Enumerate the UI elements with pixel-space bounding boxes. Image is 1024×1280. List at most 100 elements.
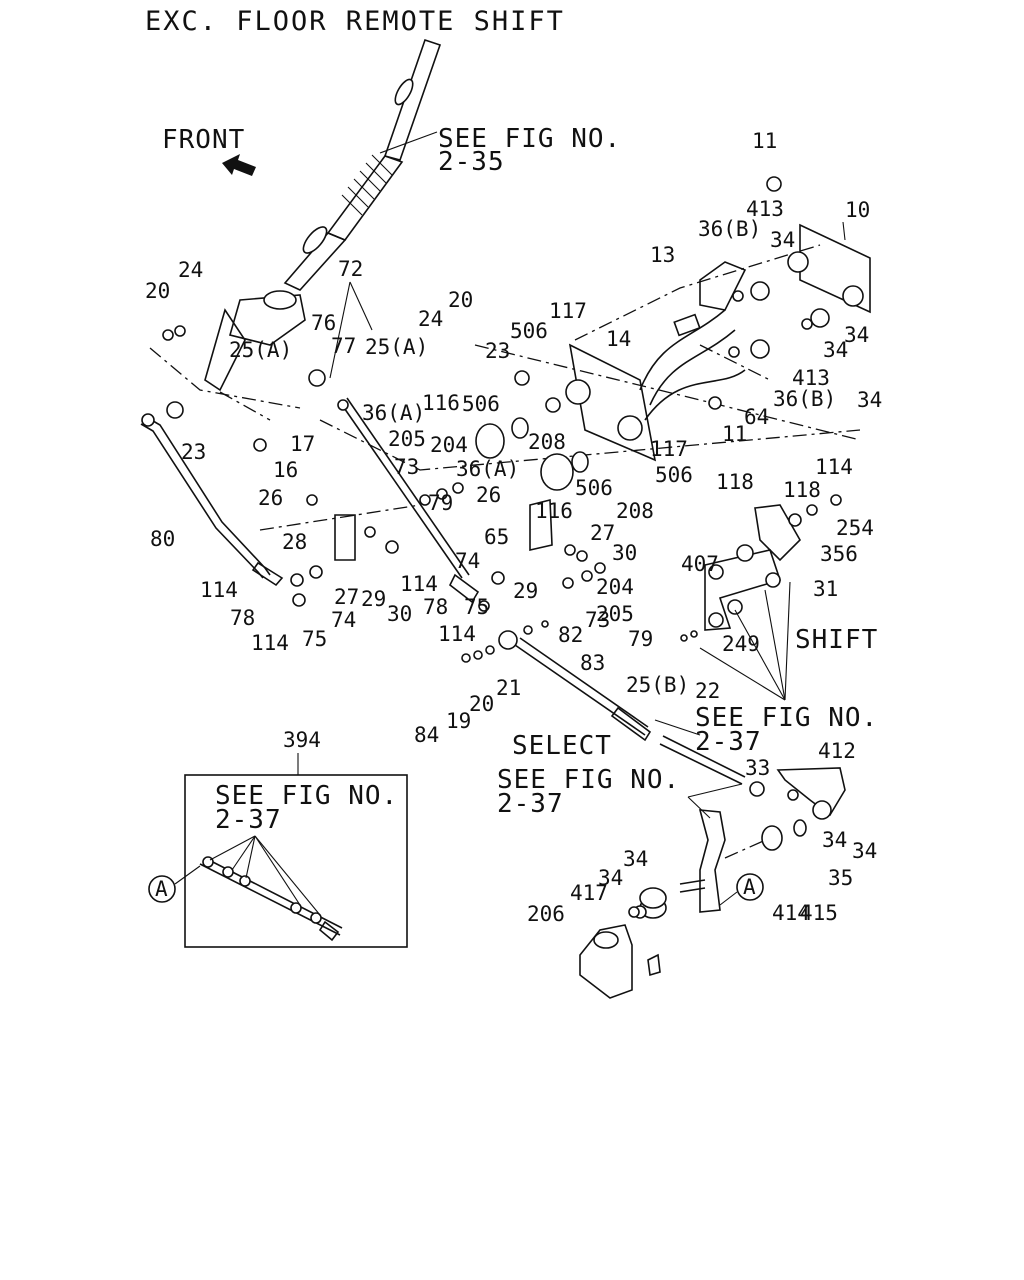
part-number-label: 114 [200,578,238,602]
part-number-label: 73 [585,608,610,632]
part-number-label: 79 [428,491,453,515]
part-number-label: 23 [181,440,206,464]
part-number-label: 17 [290,432,315,456]
part-number-label: 35 [828,866,853,890]
inset-part-number: 394 [283,728,321,752]
part-number-label: 254 [836,516,874,540]
bracket-412-assembly [679,767,846,913]
part-number-label: 414 [772,901,810,925]
part-number-label: 118 [716,470,754,494]
part-number-label: 29 [361,587,386,611]
rod-22 [498,630,746,785]
part-number-labels: 11101336(B)4133434343441336(B)6411117145… [145,129,882,926]
select-label: SELECT [512,731,612,761]
part-number-label: 34 [822,828,847,852]
part-number-label: 205 [596,602,634,626]
part-number-label: 26 [476,483,501,507]
bracket-14 [565,343,657,462]
part-number-label: 25(A) [365,335,428,359]
part-number-label: 27 [590,521,615,545]
inset-ref-line1: SEE FIG NO. [215,781,398,811]
part-number-label: 28 [282,530,307,554]
part-number-label: 29 [513,579,538,603]
part-number-label: 413 [792,366,830,390]
cable-13-64 [639,261,747,421]
part-number-label: 78 [423,595,448,619]
shift-label: SHIFT [795,625,878,655]
part-number-label: 412 [818,739,856,763]
part-number-label: 36(A) [456,457,519,481]
part-number-label: 79 [628,627,653,651]
diagram-title: EXC. FLOOR REMOTE SHIFT [145,6,565,37]
part-number-label: 31 [813,577,838,601]
select-ref-line2: 2-37 [497,789,564,819]
part-number-label: 80 [150,527,175,551]
part-number-label: 16 [273,458,298,482]
part-number-label: 76 [311,311,336,335]
part-number-label: 506 [462,392,500,416]
part-number-label: 65 [484,525,509,549]
part-number-label: 27 [334,585,359,609]
part-number-label: 13 [650,243,675,267]
part-number-label: 116 [535,499,573,523]
rod-80 [140,413,284,587]
select-ref-line1: SEE FIG NO. [497,765,680,795]
part-number-label: 74 [455,549,480,573]
reference-leader-lines [654,581,791,819]
part-number-label: 19 [446,709,471,733]
circle-a-marker-inset: A [148,865,201,903]
part-number-label: 34 [844,323,869,347]
part-number-label: 116 [422,391,460,415]
part-number-label: 20 [145,279,170,303]
part-number-label: 33 [745,756,770,780]
part-number-label: 506 [655,463,693,487]
part-number-label: 21 [496,676,521,700]
part-number-label: 413 [746,197,784,221]
part-number-label: 117 [650,437,688,461]
part-number-label: 11 [722,422,747,446]
small-hardware [162,176,842,918]
part-number-label: 114 [438,622,476,646]
part-number-label: 75 [302,627,327,651]
part-number-label: 74 [331,608,356,632]
part-number-label: 30 [387,602,412,626]
inset-ref-line2: 2-37 [215,805,282,835]
front-label: FRONT [162,125,245,155]
part-number-label: 34 [823,338,848,362]
shift-shaft-column [204,38,442,392]
part-number-label: 506 [510,319,548,343]
part-number-label: 206 [527,902,565,926]
part-number-label: 83 [580,651,605,675]
part-number-label: 114 [251,631,289,655]
inset-box [184,774,408,948]
part-number-label: 73 [394,455,419,479]
front-arrow-icon [222,154,256,176]
part-number-label: 72 [338,257,363,281]
inset-rod-assembly [199,835,343,942]
part-number-label: 114 [400,572,438,596]
svg-text:A: A [155,877,168,901]
part-number-label: 34 [857,388,882,412]
part-number-label: 25(B) [626,673,689,697]
bracket-10 [787,221,871,314]
part-number-label: 75 [464,595,489,619]
part-number-label: 34 [770,228,795,252]
part-number-label: 204 [430,433,468,457]
part-number-label: 417 [570,881,608,905]
part-number-label: 64 [744,405,769,429]
part-number-label: 36(A) [362,401,425,425]
part-number-label: 78 [230,606,255,630]
shaft-ref-line2: 2-35 [438,147,505,177]
part-number-label: 208 [616,499,654,523]
part-number-label: 24 [418,307,443,331]
part-number-label: 22 [695,679,720,703]
bracket-417 [579,887,667,999]
part-number-label: 25(A) [229,338,292,362]
svg-text:A: A [743,875,756,899]
shift-ref-line2: 2-37 [695,727,762,757]
part-number-label: 24 [178,258,203,282]
lever-407 [704,504,801,631]
part-number-label: 204 [596,575,634,599]
part-number-label: 10 [845,198,870,222]
